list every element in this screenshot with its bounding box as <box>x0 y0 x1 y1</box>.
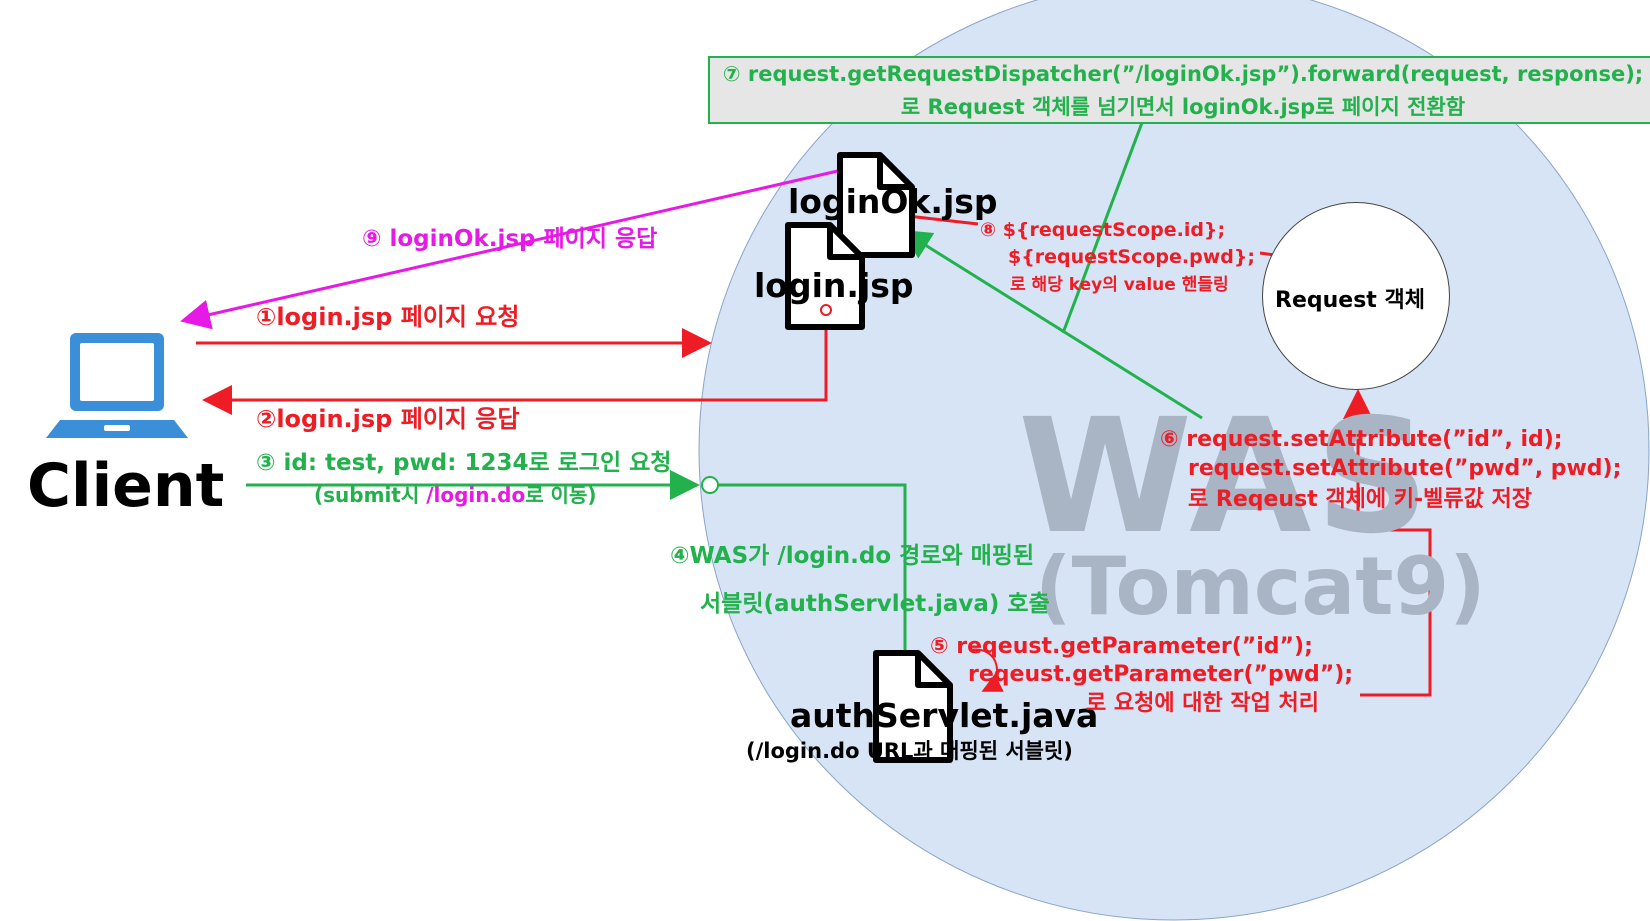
step3-label-line1: ③ id: test, pwd: 1234로 로그인 요청 <box>256 450 672 476</box>
was-subtitle: (Tomcat9) <box>1035 540 1486 633</box>
step4-label-line2: 서블릿(authServlet.java) 호출 <box>700 591 1050 617</box>
step5-label-line2: reqeust.getParameter(”pwd”); <box>968 662 1354 687</box>
step4-label-line1: ④WAS가 /login.do 경로와 매핑된 <box>670 543 1035 569</box>
step6-label-line2: request.setAttribute(”pwd”, pwd); <box>1188 456 1622 481</box>
request-object-circle <box>1262 202 1450 390</box>
step6-label-line3: 로 Reqeust 객체에 키-벨류값 저장 <box>1188 487 1532 512</box>
step7-line1: ⑦ request.getRequestDispatcher(”/loginOk… <box>722 62 1644 86</box>
request-object-label: Request 객체 <box>1275 288 1425 313</box>
laptop-icon <box>46 333 188 438</box>
file-name-login: login.jsp <box>754 266 914 305</box>
step1-label: ①login.jsp 페이지 요청 <box>256 303 520 331</box>
step4-arrow <box>718 483 920 686</box>
step6-arrow <box>1343 389 1432 697</box>
login-connector <box>820 304 832 316</box>
file-name-loginok: loginOk.jsp <box>788 182 998 221</box>
was-title: WAS <box>1018 385 1434 569</box>
step2-label: ②login.jsp 페이지 응답 <box>256 405 520 433</box>
step8-label-line1: ⑧ ${requestScope.id}; <box>980 219 1226 241</box>
step9-arrow <box>180 163 865 330</box>
step9-label: ⑨ loginOk.jsp 페이지 응답 <box>362 226 658 252</box>
file-icon-loginok <box>837 152 915 258</box>
step8-label-line3: 로 해당 key의 value 핸들링 <box>1010 275 1229 295</box>
step2-arrow <box>202 308 828 415</box>
step3-line2-suffix: 로 이동) <box>525 483 597 507</box>
step3-label-line2: (submit시 /login.do로 이동) <box>314 484 597 507</box>
file-icon-auth <box>873 650 953 763</box>
step5-loop-arrow <box>969 648 1004 692</box>
file-caption-auth: (/login.do URL과 매핑된 서블릿) <box>746 739 1073 763</box>
step3-line2-prefix: (submit시 <box>314 483 427 507</box>
file-name-auth: authServlet.java <box>790 696 1099 735</box>
step3-line2-path: /login.do <box>426 483 526 507</box>
step7-arrow <box>900 229 1203 420</box>
step5-label-line1: ⑤ reqeust.getParameter(”id”); <box>930 634 1313 659</box>
dispatch-connector <box>1061 119 1145 334</box>
step8-label-line2: ${requestScope.pwd}; <box>1008 246 1255 268</box>
step6-label-line1: ⑥ request.setAttribute(”id”, id); <box>1160 427 1563 452</box>
file-icon-login <box>785 222 865 330</box>
client-label: Client <box>27 451 225 521</box>
dispatch-box: ⑦ request.getRequestDispatcher(”/loginOk… <box>708 56 1650 124</box>
step7-line2: 로 Request 객체를 넘기면서 loginOk.jsp로 페이지 전환함 <box>900 94 1466 119</box>
step3-connector <box>701 476 719 494</box>
step5-label-line3: 로 요청에 대한 작업 처리 <box>1086 691 1320 716</box>
